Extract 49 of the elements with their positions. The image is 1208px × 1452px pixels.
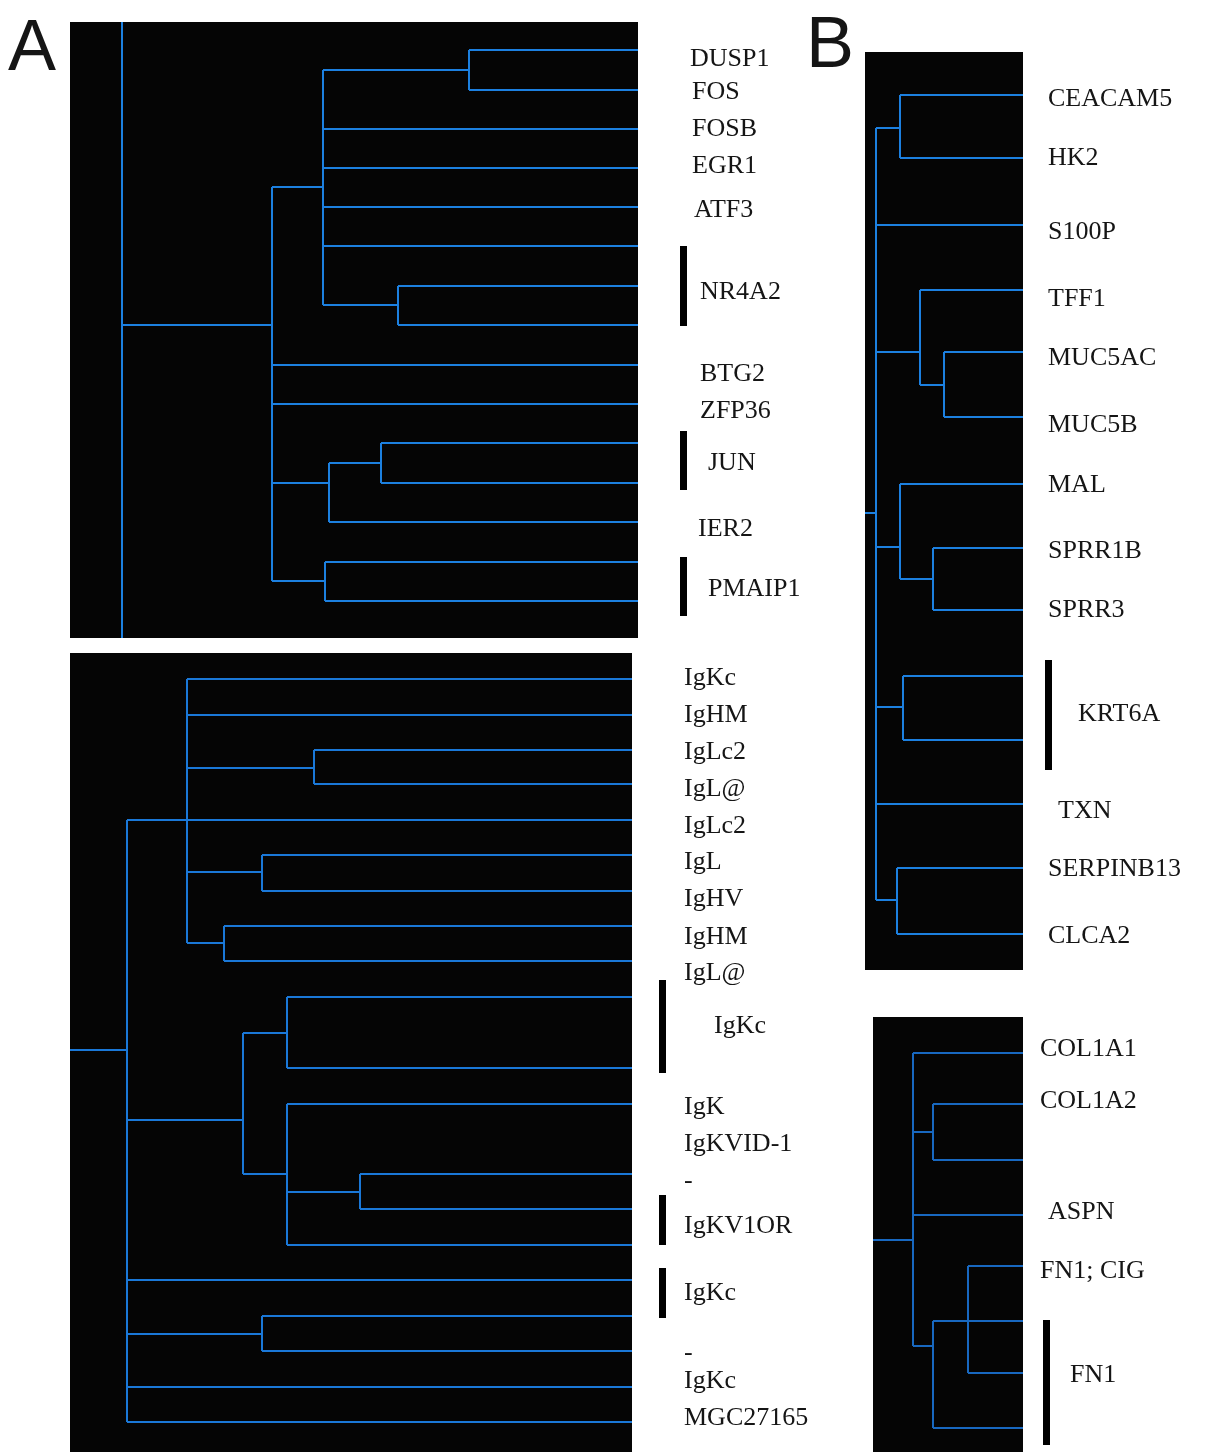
- gene-label: -: [684, 1339, 693, 1365]
- gene-label: IgL@: [684, 775, 746, 801]
- gene-label: IgK: [684, 1093, 725, 1119]
- gene-label: COL1A2: [1040, 1087, 1137, 1113]
- gene-label: TXN: [1058, 797, 1112, 823]
- gene-label: IgKc: [684, 1279, 736, 1305]
- gene-label: IgHM: [684, 923, 748, 949]
- gene-label: DUSP1: [690, 45, 770, 71]
- gene-label: FN1; CIG: [1040, 1257, 1145, 1283]
- gene-label: JUN: [708, 449, 756, 475]
- gene-label: BTG2: [700, 360, 765, 386]
- gene-label: TFF1: [1048, 285, 1106, 311]
- gene-label: ASPN: [1048, 1198, 1115, 1224]
- gene-label: PMAIP1: [708, 575, 801, 601]
- gene-label: IgL@: [684, 959, 746, 985]
- gene-label: IgKc: [684, 1367, 736, 1393]
- gene-label: IgKV1OR: [684, 1212, 793, 1238]
- gene-label: SPRR1B: [1048, 537, 1142, 563]
- gene-label: IgKc: [684, 664, 736, 690]
- gene-label: IgLc2: [684, 812, 747, 838]
- gene-label: FOSB: [692, 115, 758, 141]
- gene-label: IgHV: [684, 885, 744, 911]
- gene-label: NR4A2: [700, 278, 781, 304]
- gene-label: EGR1: [692, 152, 757, 178]
- gene-label: MUC5AC: [1048, 344, 1157, 370]
- gene-label: ZFP36: [700, 397, 771, 423]
- gene-label: ATF3: [694, 196, 754, 222]
- panel-letter: A: [8, 9, 57, 81]
- gene-label: MUC5B: [1048, 411, 1138, 437]
- gene-label: KRT6A: [1078, 700, 1161, 726]
- gene-label: S100P: [1048, 218, 1116, 244]
- gene-label: -: [684, 1167, 693, 1193]
- gene-label: COL1A1: [1040, 1035, 1137, 1061]
- gene-label: FOS: [692, 78, 740, 104]
- gene-label: SERPINB13: [1048, 855, 1181, 881]
- gene-label: IgL: [684, 848, 722, 874]
- gene-label: MAL: [1048, 471, 1106, 497]
- gene-label: CLCA2: [1048, 922, 1131, 948]
- gene-label: IgLc2: [684, 738, 747, 764]
- gene-label: IgKVID-1: [684, 1130, 793, 1156]
- gene-label: CEACAM5: [1048, 85, 1173, 111]
- panel-letter: B: [806, 6, 855, 78]
- gene-label: IgKc: [714, 1012, 766, 1038]
- gene-label: HK2: [1048, 144, 1099, 170]
- gene-label: IgHM: [684, 701, 748, 727]
- gene-label: MGC27165: [684, 1404, 809, 1430]
- gene-label: SPRR3: [1048, 596, 1125, 622]
- gene-label: FN1: [1070, 1361, 1117, 1387]
- gene-label: IER2: [698, 515, 753, 541]
